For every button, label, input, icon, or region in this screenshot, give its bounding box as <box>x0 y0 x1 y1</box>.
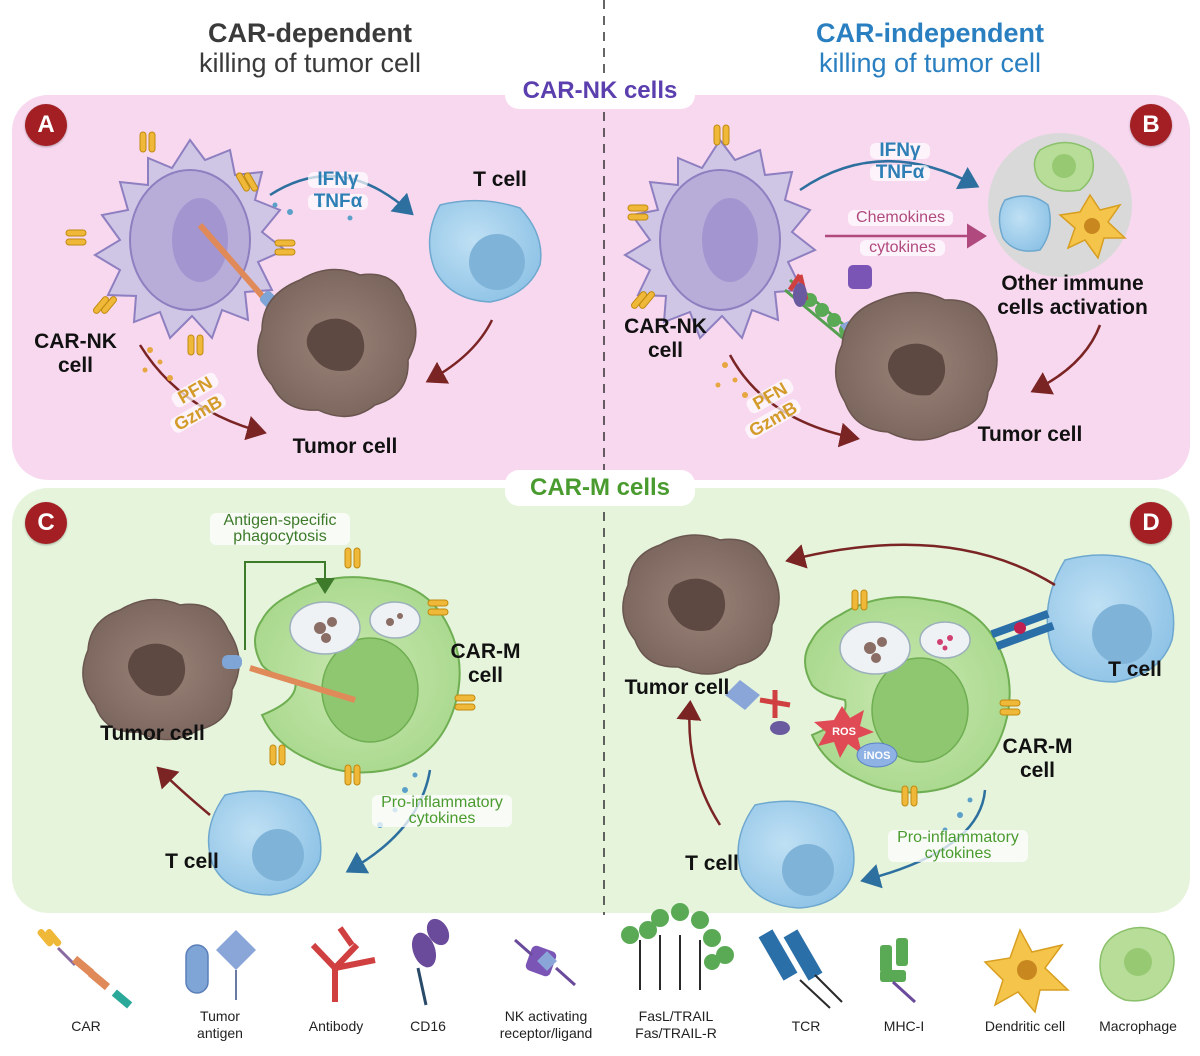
label-car-nk-cell-b: CAR-NK cell <box>624 315 707 362</box>
label-car-m-cell-d: CAR-M cell <box>1002 735 1073 782</box>
tumor-antigen-icon <box>185 930 256 1000</box>
label-tumor-cell-d: Tumor cell <box>624 676 730 699</box>
label-chemokines-b: Chemokines <box>848 210 953 226</box>
inos-bubble <box>856 742 898 768</box>
label-ifn-a: IFNγ <box>308 170 368 189</box>
mhc-icon <box>880 938 917 1004</box>
tcr-icon <box>758 929 843 1009</box>
cd16-icon <box>411 918 450 1006</box>
arrow-tcell-tumor-c <box>156 766 211 816</box>
nk-receptor-icon <box>514 938 577 987</box>
header-left-line1: CAR-dependent <box>208 18 412 48</box>
label-t-cell-d-bottom: T cell <box>685 852 739 875</box>
label-tnf-b: TNFα <box>870 163 930 182</box>
nk-receptor-b <box>848 265 872 289</box>
legend-icons <box>37 903 1175 1014</box>
antibody-icon <box>310 926 376 1002</box>
label-tumor-cell-b: Tumor cell <box>977 423 1083 446</box>
label-proinflam-d: Pro-inflammatory cytokines <box>888 830 1028 862</box>
legend-label-tcr: TCR <box>791 1018 821 1034</box>
panel-b <box>623 124 1132 448</box>
label-ifn-b: IFNγ <box>870 141 930 160</box>
arrow-tcell-tumor-a <box>425 319 494 384</box>
header-car-dependent: CAR-dependent killing of tumor cell <box>150 18 470 78</box>
arrow-tcell2-tumor-d <box>676 700 722 826</box>
label-car-nk-cell-a: CAR-NK cell <box>34 330 117 377</box>
phagocytosis-arrow <box>244 561 335 650</box>
label-tumor-cell-c: Tumor cell <box>100 722 205 745</box>
panel-badge-a: A <box>25 104 67 146</box>
arrow-cytokine-b <box>799 160 980 192</box>
panel-badge-c: C <box>25 502 67 544</box>
car-icon <box>37 928 133 1009</box>
panel-badge-b: B <box>1130 104 1172 146</box>
panel-a <box>65 131 542 441</box>
legend-label-macrophage: Macrophage <box>1099 1018 1177 1034</box>
section-title-car-m: CAR-M cells <box>505 470 695 506</box>
fasl-trail-icon <box>621 903 734 990</box>
header-car-independent: CAR-independent killing of tumor cell <box>770 18 1090 78</box>
legend-label-nk-receptor: NK activating receptor/ligand <box>499 1008 593 1041</box>
panel-badge-d: D <box>1130 502 1172 544</box>
arrow-tcell-tumor-d <box>785 543 1056 587</box>
dendritic-cell-icon <box>983 928 1070 1014</box>
header-left-line2: killing of tumor cell <box>198 48 422 78</box>
label-t-cell-c: T cell <box>165 850 219 873</box>
label-tnf-a: TNFα <box>308 192 368 211</box>
legend-label-dendritic: Dendritic cell <box>984 1018 1066 1034</box>
label-ros: ROS <box>832 726 856 738</box>
header-right-line2: killing of tumor cell <box>818 48 1042 78</box>
label-cytokines-b: cytokines <box>860 240 945 256</box>
label-car-m-cell-c: CAR-M cell <box>450 640 521 687</box>
label-t-cell-a: T cell <box>473 168 527 191</box>
label-t-cell-d-right: T cell <box>1108 658 1162 681</box>
legend-label-tumor-antigen: Tumor antigen <box>197 1008 243 1041</box>
panel-d <box>622 534 1175 909</box>
legend-label-fasl-trail: FasL/TRAIL Fas/TRAIL-R <box>635 1008 717 1041</box>
label-tumor-cell-a: Tumor cell <box>292 435 398 458</box>
label-inos: iNOS <box>863 750 891 762</box>
label-phagocytosis: Antigen-specific phagocytosis <box>210 513 350 545</box>
label-other-immune: Other immune cells activation <box>997 272 1148 319</box>
macrophage-icon <box>1099 926 1175 1002</box>
legend-label-mhc: MHC-I <box>883 1018 925 1034</box>
legend-label-antibody: Antibody <box>308 1018 364 1034</box>
header-right-line1: CAR-independent <box>816 18 1044 48</box>
legend-label-car: CAR <box>71 1018 101 1034</box>
section-title-car-nk: CAR-NK cells <box>505 73 695 109</box>
ros-burst <box>814 706 874 758</box>
legend-label-cd16: CD16 <box>410 1018 446 1034</box>
arrow-immune-tumor-b <box>1030 324 1102 395</box>
label-proinflam-c: Pro-inflammatory cytokines <box>372 795 512 827</box>
